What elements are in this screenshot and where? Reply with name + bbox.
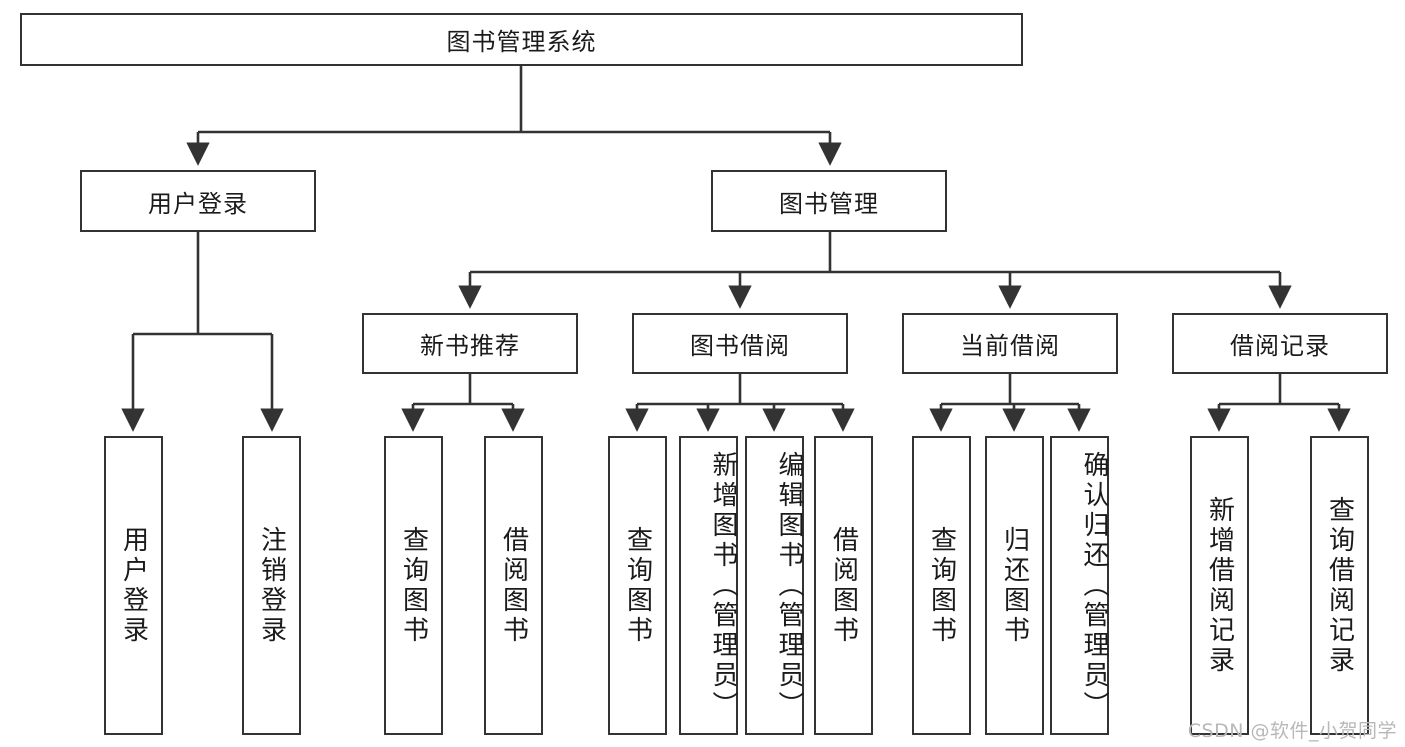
leaf-logout-login[interactable]: 注销登录: [242, 436, 301, 735]
leaf-add-book-admin[interactable]: 新增图书（管理员）: [679, 436, 738, 735]
leaf-borrow-book-newbook[interactable]: 借阅图书: [484, 436, 543, 735]
node-user-login[interactable]: 用户登录: [80, 170, 316, 232]
node-root[interactable]: 图书管理系统: [20, 13, 1023, 66]
leaf-return-book[interactable]: 归还图书: [985, 436, 1044, 735]
leaf-user-login[interactable]: 用户登录: [104, 436, 163, 735]
leaf-query-book-newbook[interactable]: 查询图书: [384, 436, 443, 735]
node-borrow-record[interactable]: 借阅记录: [1172, 313, 1388, 374]
node-new-book-recommend[interactable]: 新书推荐: [362, 313, 578, 374]
leaf-edit-book-admin[interactable]: 编辑图书（管理员）: [745, 436, 804, 735]
leaf-add-borrow-record[interactable]: 新增借阅记录: [1190, 436, 1249, 735]
leaf-query-book-current[interactable]: 查询图书: [912, 436, 971, 735]
leaf-query-book-borrow[interactable]: 查询图书: [608, 436, 667, 735]
leaf-borrow-book[interactable]: 借阅图书: [814, 436, 873, 735]
node-book-borrow[interactable]: 图书借阅: [632, 313, 848, 374]
node-current-borrow[interactable]: 当前借阅: [902, 313, 1118, 374]
leaf-query-borrow-record[interactable]: 查询借阅记录: [1310, 436, 1369, 735]
csdn-watermark: CSDN @软件_小贺同学: [1187, 720, 1397, 742]
leaf-confirm-return-admin[interactable]: 确认归还（管理员）: [1050, 436, 1109, 735]
node-book-management[interactable]: 图书管理: [711, 170, 947, 232]
